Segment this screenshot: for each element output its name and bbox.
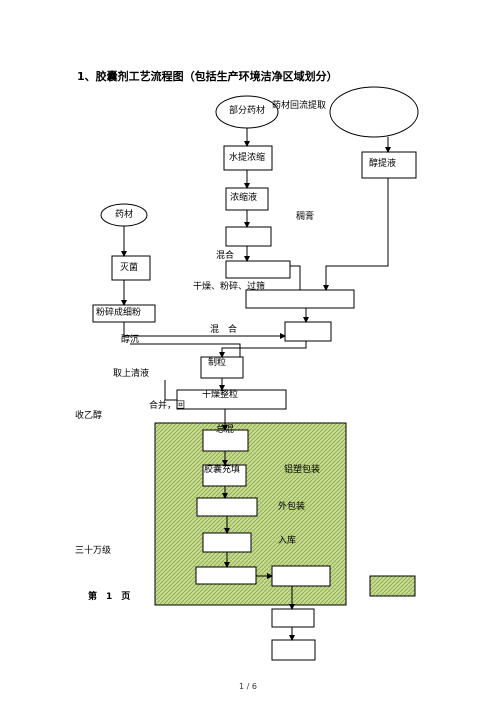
page-title: 1、胶囊剂工艺流程图（包括生产环境洁净区域划分） (77, 70, 338, 83)
label-supernatant: 取上清液 (113, 369, 150, 379)
label-dry-granule: 干燥整粒 (202, 390, 239, 400)
label-outer-pack: 外包装 (278, 502, 306, 512)
legend-clean-zone-swatch (369, 575, 416, 597)
label-alcohol-sink: 醇沉 (121, 335, 140, 345)
label-alcohol-extract: 醇提液 (369, 159, 397, 169)
conn-drybox-right (290, 265, 301, 290)
box-mix2 (284, 321, 332, 342)
conn-supernatant (164, 380, 177, 401)
conn-alcohol-sink (130, 343, 241, 357)
box-outer (202, 532, 252, 553)
box-bottom-2 (271, 639, 316, 661)
label-recover-ethanol: 收乙醇 (75, 411, 103, 421)
conn-alcohol-down (323, 178, 389, 291)
box-mix-target (225, 260, 291, 279)
label-herb-reflux: 药材回流提取 (272, 101, 327, 111)
box-storage-right (271, 565, 331, 587)
conn-powder-mix (123, 322, 286, 339)
box-storage-left (195, 566, 257, 585)
page-indicator: 1 / 6 (239, 682, 257, 691)
label-mix2: 混 合 (210, 325, 238, 335)
label-thick-paste: 稠膏 (296, 212, 315, 222)
label-concentrate: 浓缩液 (230, 193, 258, 203)
conn-mix2-granulate (219, 341, 307, 358)
label-sterilize: 灭菌 (120, 263, 139, 273)
label-mix1: 混合 (216, 251, 235, 261)
box-bottom-1 (271, 608, 315, 628)
label-water-extract: 水提浓缩 (229, 153, 266, 163)
box-aluminum (196, 497, 258, 517)
node-herb-reflux-ellipse (329, 86, 419, 138)
box-sterilize (111, 255, 151, 281)
label-grade: 三十万级 (75, 546, 112, 556)
box-mix1-empty (225, 226, 272, 247)
label-aluminum-pack: 铝塑包装 (284, 465, 321, 475)
label-part-herbs: 部分药材 (229, 106, 266, 116)
label-page-number: 第 1 页 (88, 592, 131, 602)
label-fine-powder: 粉碎成细粉 (96, 308, 142, 318)
label-capsule-fill: 胶囊充填 (204, 465, 241, 475)
label-dry-crush-sieve: 干燥、粉碎、过筛 (193, 282, 266, 292)
label-granulate: 制粒 (208, 358, 227, 368)
label-storage: 入库 (278, 536, 297, 546)
label-merge-recover: 合并，回 (149, 401, 186, 411)
label-herbs: 药材 (115, 210, 134, 220)
label-total-mix: 总混 (216, 425, 235, 435)
